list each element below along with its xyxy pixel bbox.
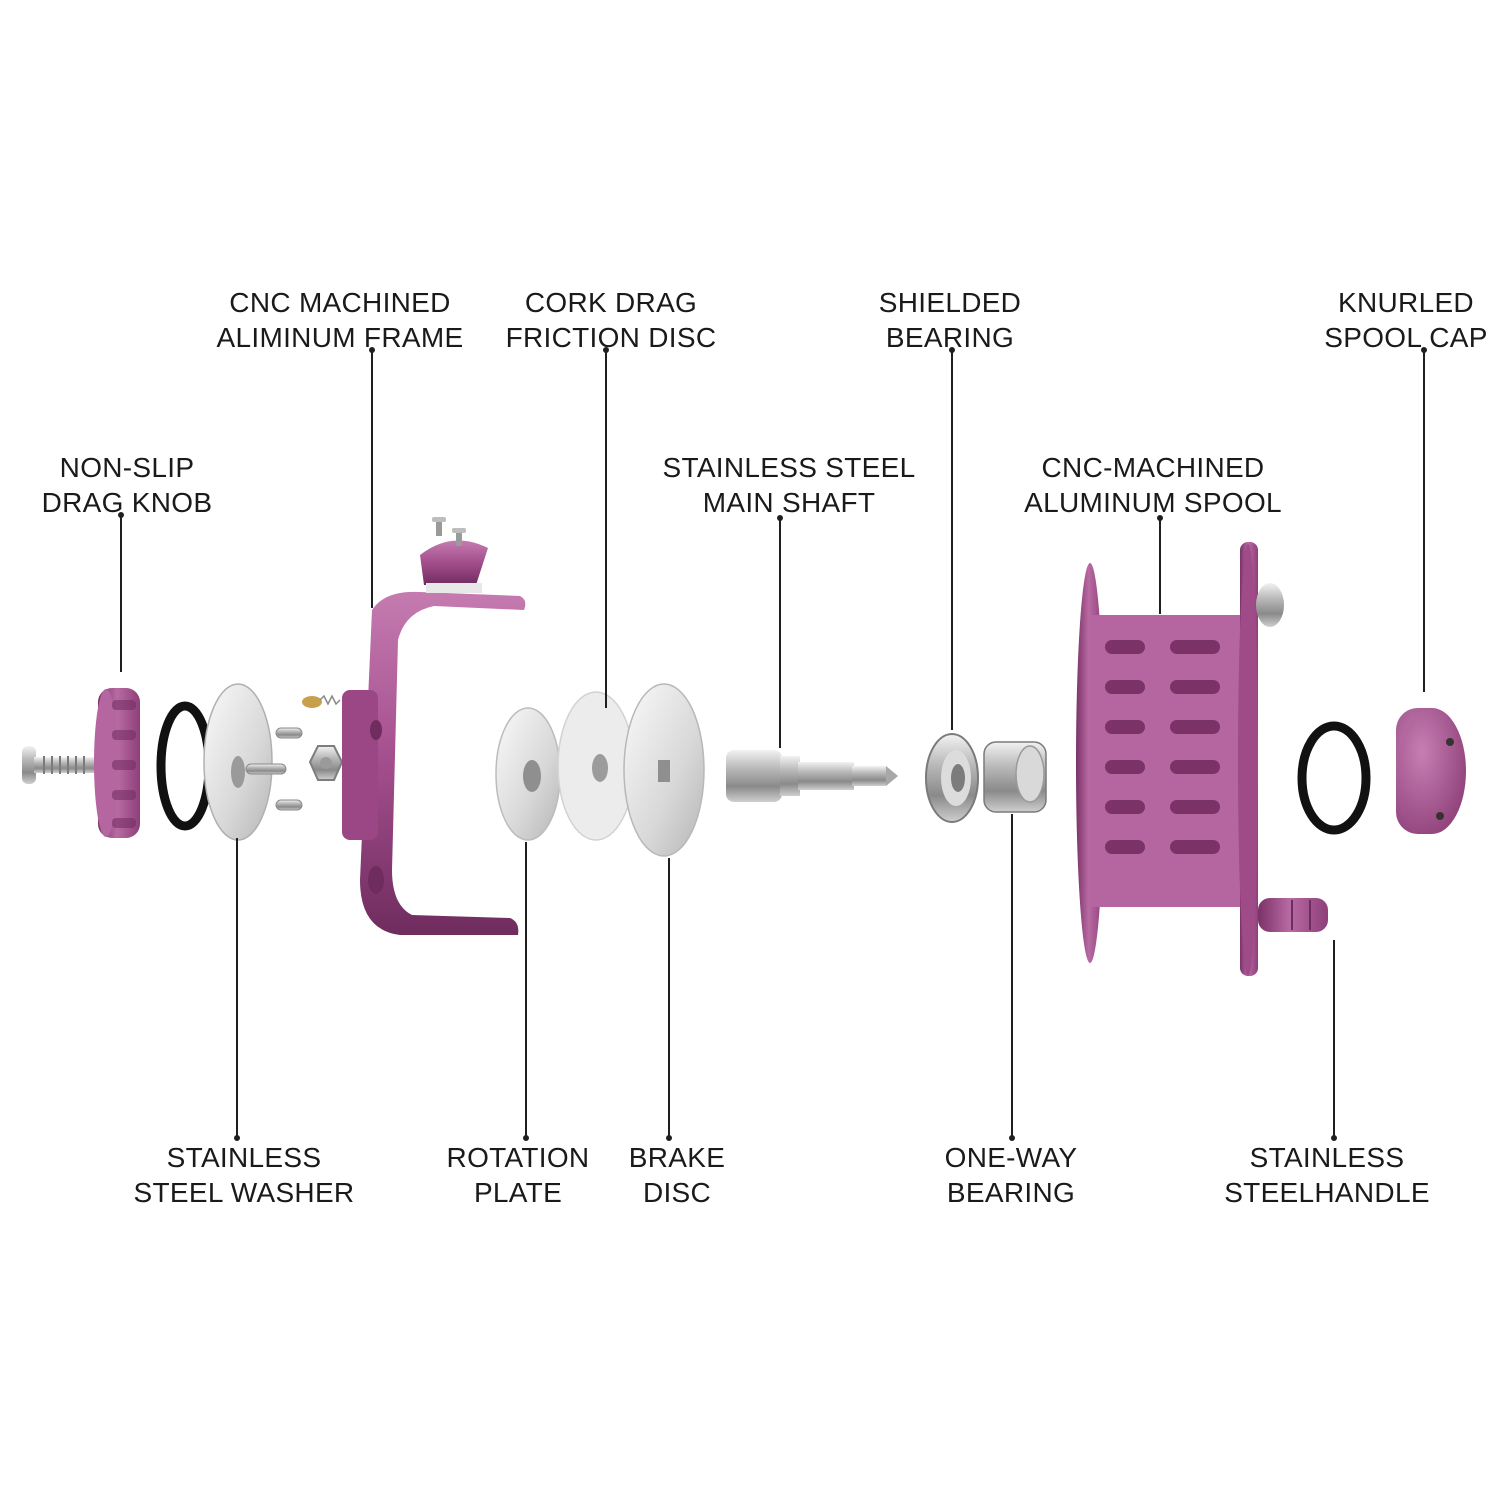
- rotation-plate-part: [495, 707, 561, 841]
- label-spool-line1: CNC-MACHINED: [1041, 452, 1265, 483]
- label-main-shaft-line1: STAINLESS STEEL: [662, 452, 916, 483]
- label-main-shaft: STAINLESS STEEL MAIN SHAFT: [609, 450, 969, 520]
- label-frame-line1: CNC MACHINED: [229, 287, 451, 318]
- brake-disc-part: [623, 683, 705, 857]
- label-rotation-plate: ROTATION PLATE: [338, 1140, 698, 1210]
- label-handle-line2: STEELHANDLE: [1224, 1177, 1430, 1208]
- main-shaft-part: [726, 750, 898, 802]
- drag-pins: [245, 727, 303, 811]
- label-washer: STAINLESS STEEL WASHER: [64, 1140, 424, 1210]
- label-one-way-bearing-line2: BEARING: [946, 1177, 1076, 1208]
- cork-disc-part: [557, 691, 635, 841]
- label-spool-cap-line1: KNURLED: [1338, 287, 1474, 318]
- label-one-way-bearing-line1: ONE-WAY: [944, 1142, 1078, 1173]
- label-main-shaft-line2: MAIN SHAFT: [702, 487, 876, 518]
- drag-knob-part: [94, 688, 140, 838]
- o-ring-left: [156, 701, 214, 831]
- label-brake-disc-line1: BRAKE: [628, 1142, 726, 1173]
- label-frame-line2: ALIMINUM FRAME: [216, 322, 464, 353]
- label-cork-disc-line1: CORK DRAG: [524, 287, 698, 318]
- label-spool-line2: ALUMINUM SPOOL: [1024, 487, 1282, 518]
- label-washer-line2: STEEL WASHER: [133, 1177, 355, 1208]
- label-cork-disc: CORK DRAG FRICTION DISC: [431, 285, 791, 355]
- label-brake-disc: BRAKE DISC: [497, 1140, 857, 1210]
- spool-cap-part: [1396, 708, 1466, 834]
- label-handle: STAINLESS STEELHANDLE: [1147, 1140, 1500, 1210]
- label-cork-disc-line2: FRICTION DISC: [505, 322, 717, 353]
- drag-knob-screw: [22, 746, 96, 784]
- label-one-way-bearing: ONE-WAY BEARING: [831, 1140, 1191, 1210]
- label-drag-knob-line1: NON-SLIP: [59, 452, 195, 483]
- label-drag-knob-line2: DRAG KNOB: [41, 487, 213, 518]
- leader-lines: [118, 347, 1427, 1141]
- label-spool-cap: KNURLED SPOOL CAP: [1301, 285, 1500, 355]
- spool-part: [1076, 542, 1284, 976]
- stainless-washer-part: [203, 683, 273, 841]
- label-shielded-bearing: SHIELDED BEARING: [770, 285, 1130, 355]
- frame-part: [342, 517, 526, 935]
- click-spring: [302, 694, 341, 708]
- label-spool: CNC-MACHINED ALUMINUM SPOOL: [973, 450, 1333, 520]
- label-brake-disc-line2: DISC: [642, 1177, 712, 1208]
- label-shielded-bearing-line2: BEARING: [885, 322, 1015, 353]
- handle-part: [1258, 898, 1328, 932]
- o-ring-right: [1297, 721, 1371, 835]
- label-handle-line1: STAINLESS: [1249, 1142, 1405, 1173]
- label-frame: CNC MACHINED ALIMINUM FRAME: [160, 285, 520, 355]
- label-washer-line1: STAINLESS: [166, 1142, 322, 1173]
- label-rotation-plate-line2: PLATE: [473, 1177, 563, 1208]
- shielded-bearing-part: [925, 733, 979, 823]
- label-rotation-plate-line1: ROTATION: [446, 1142, 590, 1173]
- label-shielded-bearing-line1: SHIELDED: [878, 287, 1022, 318]
- one-way-bearing-part: [983, 741, 1047, 813]
- label-spool-cap-line2: SPOOL CAP: [1324, 322, 1488, 353]
- label-drag-knob: NON-SLIP DRAG KNOB: [0, 450, 307, 520]
